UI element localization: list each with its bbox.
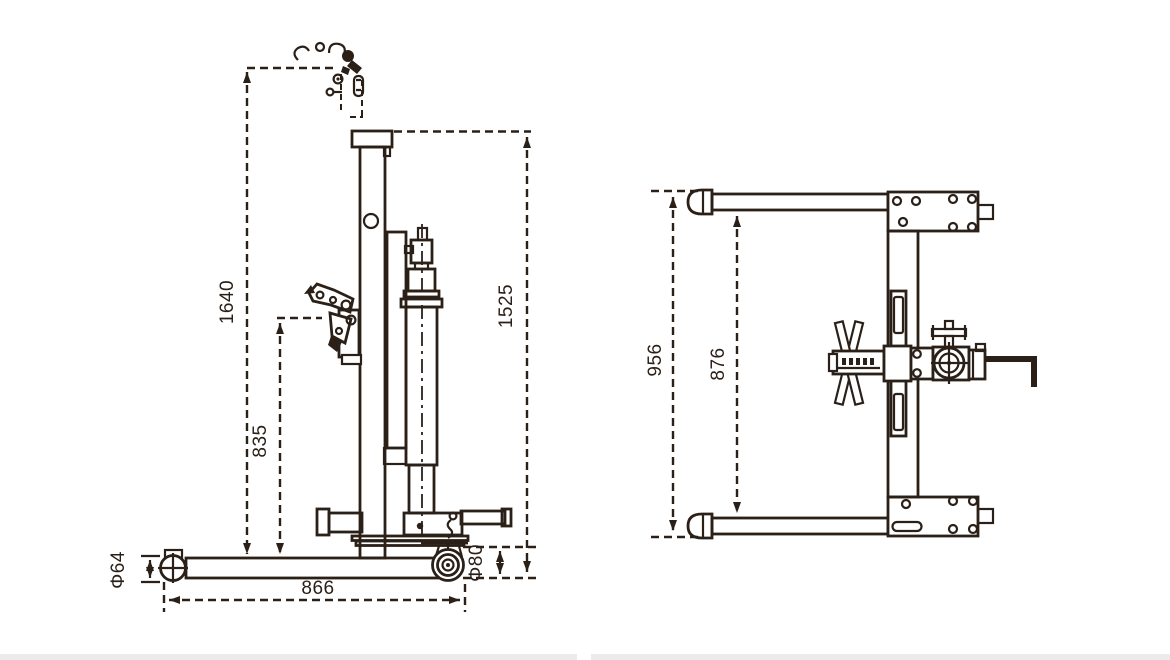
dim-label-front-wheel-diameter: Φ64 bbox=[108, 551, 129, 589]
drum-clamp bbox=[304, 282, 363, 366]
dimension-base-length: 866 bbox=[162, 578, 467, 612]
foot-pedal bbox=[446, 507, 513, 539]
dimension-overall-width: 956 bbox=[645, 189, 700, 539]
dim-label-base-length: 866 bbox=[301, 578, 334, 599]
dimension-caster-diameter: Φ80 bbox=[463, 544, 541, 582]
dim-label-mast-height: 1525 bbox=[496, 284, 517, 328]
dimension-front-wheel-diameter: Φ64 bbox=[108, 551, 160, 589]
bottom-mount-plate bbox=[886, 495, 995, 538]
pivot-bracket bbox=[909, 346, 935, 381]
dim-label-caster-diameter: Φ80 bbox=[466, 544, 487, 582]
side-view: 1640 835 1525 866 Φ64 Φ80 bbox=[108, 41, 541, 612]
top-mount-plate bbox=[886, 190, 995, 233]
dim-label-overall-width: 956 bbox=[645, 343, 666, 376]
bottom-leg bbox=[686, 512, 890, 540]
hook-hardware-parts bbox=[293, 41, 365, 118]
handle-socket bbox=[967, 342, 987, 381]
release-valve bbox=[930, 319, 971, 384]
ribbed-handle-arm bbox=[827, 349, 886, 376]
dimension-overall-height: 1640 bbox=[217, 66, 333, 554]
l-handle-rod bbox=[985, 356, 1037, 387]
base-frame bbox=[163, 507, 513, 580]
front-wheel bbox=[158, 553, 188, 583]
rear-caster bbox=[421, 541, 468, 582]
hydraulic-cylinder bbox=[382, 224, 444, 548]
dim-label-inner-width: 876 bbox=[708, 347, 729, 380]
dim-label-overall-height: 1640 bbox=[217, 280, 238, 324]
dimension-clamp-height: 835 bbox=[250, 316, 322, 554]
clamp-assembly-top-view bbox=[827, 289, 1037, 438]
dim-label-clamp-height: 835 bbox=[250, 424, 271, 457]
dimension-mast-height: 1525 bbox=[394, 130, 531, 572]
dimension-inner-width: 876 bbox=[708, 216, 741, 513]
top-view: 956 876 bbox=[645, 188, 1037, 540]
footer-divider-left bbox=[0, 654, 577, 660]
footer-divider-right bbox=[591, 654, 1170, 660]
top-leg bbox=[686, 188, 890, 216]
